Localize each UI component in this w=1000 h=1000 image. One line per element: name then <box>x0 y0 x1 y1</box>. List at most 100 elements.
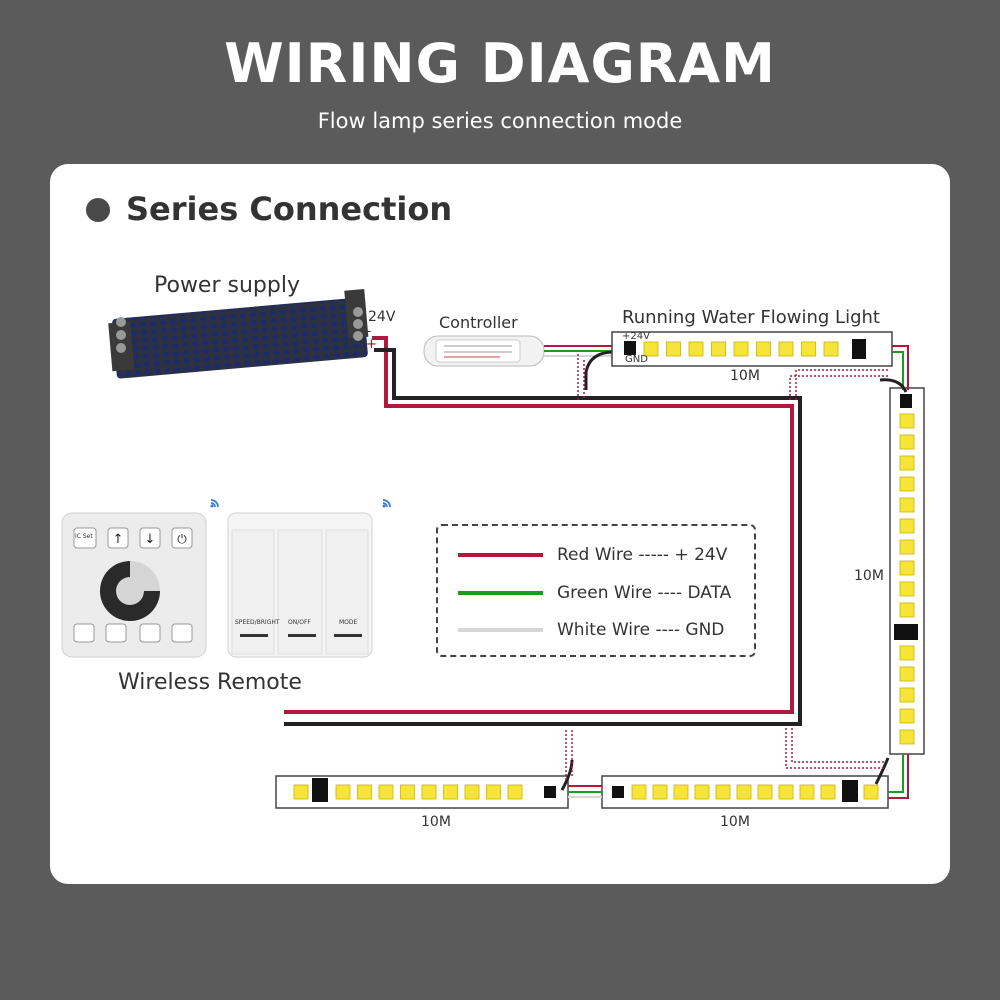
plus-label: + <box>366 337 377 352</box>
led-chip <box>899 645 915 661</box>
led-chip <box>899 729 915 745</box>
led-chip <box>652 784 668 800</box>
black-wire <box>284 348 802 726</box>
controller-label: Controller <box>439 313 518 332</box>
ic-set-label: IC Set <box>75 533 93 540</box>
led-chip <box>899 476 915 492</box>
led-chip <box>443 784 458 800</box>
wifi-icon <box>210 499 219 508</box>
led-chip <box>733 341 749 357</box>
led-chip <box>673 784 689 800</box>
section-title: Series Connection <box>126 190 453 228</box>
red-dotted-wire <box>577 354 585 400</box>
controller-image <box>423 335 545 367</box>
led-chip <box>899 708 915 724</box>
led-chip <box>899 434 915 450</box>
legend-text-red: Red Wire ----- + 24V <box>557 545 728 565</box>
led-chip <box>736 784 752 800</box>
led-chip <box>820 784 836 800</box>
terminal-screw <box>353 331 363 341</box>
up-arrow-icon: ↑ <box>113 532 124 547</box>
led-chip <box>801 341 816 357</box>
legend-text-green: Green Wire ---- DATA <box>557 583 732 603</box>
led-chip <box>899 455 915 471</box>
power-button[interactable] <box>171 527 193 549</box>
legend-row-red: Red Wire ----- + 24V <box>458 545 727 565</box>
led-chip <box>899 518 915 534</box>
led-chip <box>688 341 704 357</box>
mode-key[interactable] <box>325 529 369 655</box>
mode-down-button[interactable] <box>171 623 193 643</box>
page-subtitle: Flow lamp series connection mode <box>317 109 683 133</box>
led-chip <box>400 784 415 800</box>
red-dotted-wire <box>785 728 884 769</box>
down-button[interactable] <box>139 527 161 549</box>
led-chip <box>757 784 773 800</box>
led-chip <box>643 341 659 357</box>
legend-swatch-green <box>458 591 543 595</box>
led-chip <box>899 539 915 555</box>
led-chip <box>507 784 523 800</box>
wireless-remote-touch: ↑ ↓ ⏻ <box>61 512 207 658</box>
length-label-right: 10M <box>854 568 884 584</box>
led-chips <box>293 341 915 800</box>
on-off-key[interactable] <box>277 529 323 655</box>
wireless-remote-label: Wireless Remote <box>118 670 302 695</box>
led-chip <box>899 581 915 597</box>
gnd-label: GND <box>625 354 648 365</box>
led-chip <box>357 784 372 800</box>
length-label-bottom-left: 10M <box>421 814 451 830</box>
up-button[interactable] <box>107 527 129 549</box>
terminal-screw <box>353 319 363 329</box>
led-chip <box>486 784 501 800</box>
led-chip <box>711 341 726 357</box>
power-supply-label: Power supply <box>154 273 300 298</box>
terminal-screw <box>116 330 126 340</box>
ic-set-button[interactable] <box>73 527 97 549</box>
red-wire <box>888 754 909 799</box>
power-supply-image <box>108 288 369 379</box>
minus-label: - <box>367 324 372 338</box>
speed-up-button[interactable] <box>73 623 95 643</box>
black-wire <box>879 378 908 393</box>
red-dotted-wire <box>565 730 573 780</box>
led-chip <box>863 784 879 800</box>
led-chip <box>899 602 915 618</box>
led-chip <box>899 560 915 576</box>
on-off-label: ON/OFF <box>288 619 311 626</box>
black-wire <box>584 350 615 390</box>
mode-label: MODE <box>339 619 358 626</box>
led-chip <box>899 666 915 682</box>
led-chip <box>378 784 394 800</box>
page-title: WIRING DIAGRAM <box>224 32 776 95</box>
led-chip <box>899 413 915 429</box>
led-chip <box>421 784 437 800</box>
speed-down-button[interactable] <box>105 623 127 643</box>
black-wire <box>874 757 890 785</box>
terminal-screw <box>353 307 363 317</box>
led-chip <box>631 784 647 800</box>
green-wire <box>888 754 904 793</box>
green-wire <box>892 351 904 390</box>
led-chip <box>756 341 771 357</box>
mode-button[interactable] <box>139 623 161 643</box>
speed-bright-key[interactable] <box>231 529 275 655</box>
plus24v-label: +24V <box>622 331 650 342</box>
led-chip <box>778 784 794 800</box>
legend-row-white: White Wire ---- GND <box>458 620 724 640</box>
led-chip <box>899 497 915 513</box>
legend-swatch-red <box>458 553 543 557</box>
wifi-icon <box>382 499 391 508</box>
led-chip <box>464 784 480 800</box>
section-bullet <box>86 198 110 222</box>
voltage-label: 24V <box>368 309 396 325</box>
length-label-bottom-middle: 10M <box>720 814 750 830</box>
led-chip <box>823 341 839 357</box>
led-chip <box>694 784 710 800</box>
power-icon: ⏻ <box>177 532 187 546</box>
terminal-screw <box>116 343 126 353</box>
legend-text-white: White Wire ---- GND <box>557 620 725 640</box>
led-chip <box>778 341 794 357</box>
length-label-top: 10M <box>730 368 760 384</box>
